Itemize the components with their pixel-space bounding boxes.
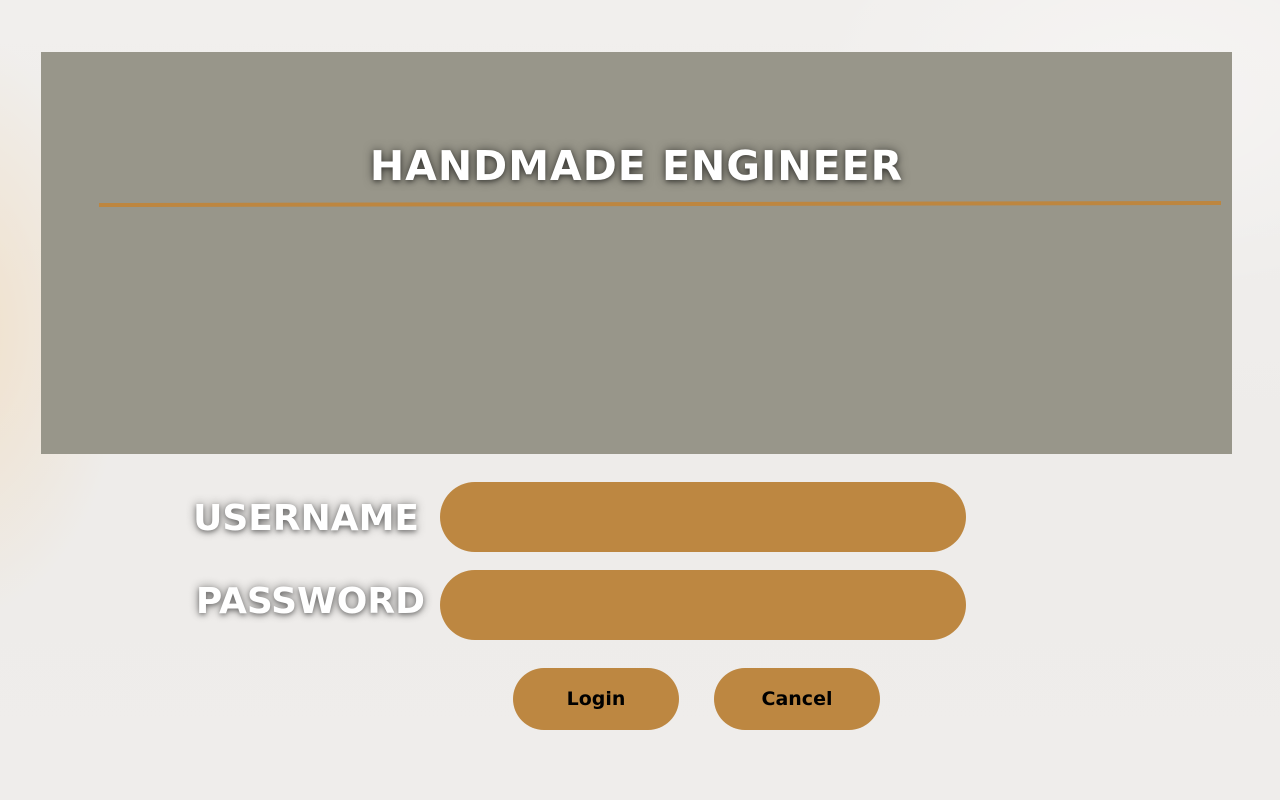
- header-banner: HANDMADE ENGINEER: [41, 52, 1232, 454]
- title-divider: [98, 201, 1222, 207]
- password-input[interactable]: [440, 570, 966, 640]
- password-label: PASSWORD: [195, 581, 425, 622]
- login-button[interactable]: Login: [513, 668, 679, 730]
- username-input[interactable]: [440, 482, 966, 552]
- app-title: HANDMADE ENGINEER: [369, 142, 904, 190]
- cancel-button[interactable]: Cancel: [714, 668, 880, 730]
- username-label: USERNAME: [193, 498, 419, 539]
